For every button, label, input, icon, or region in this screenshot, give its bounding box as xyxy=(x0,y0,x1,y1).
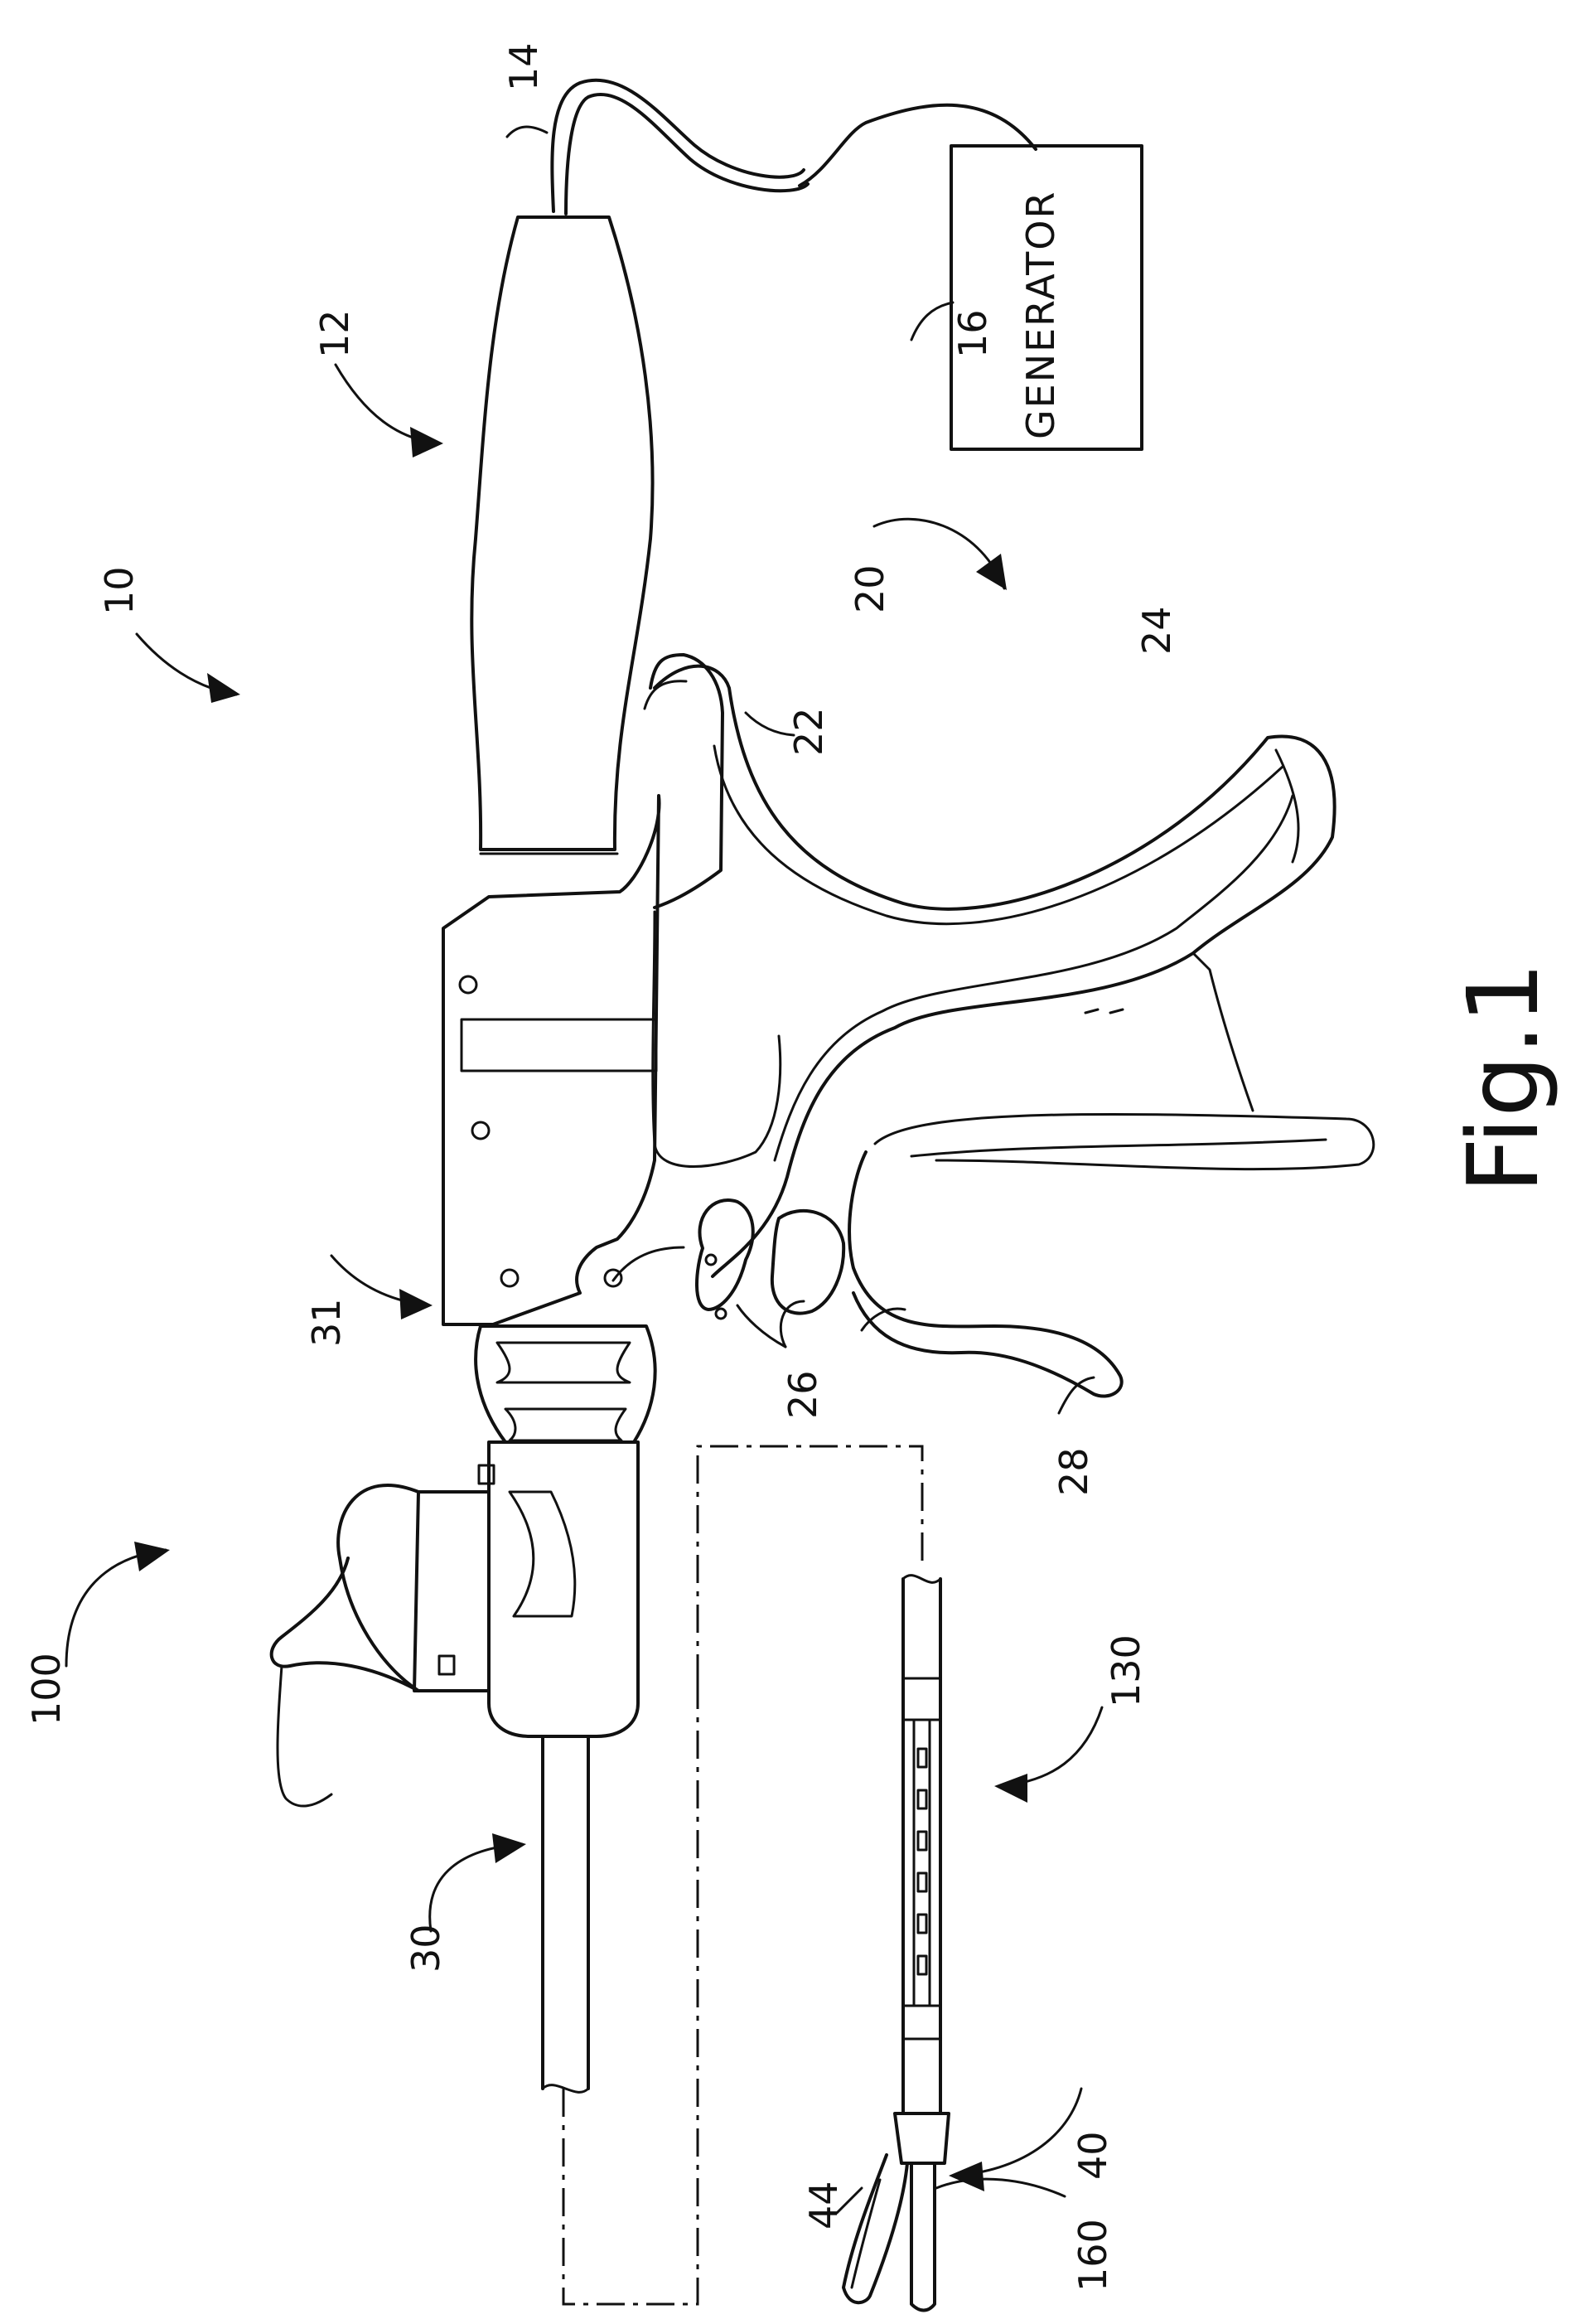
waveguide-slot xyxy=(918,1873,926,1891)
label-40: 40 xyxy=(1071,2131,1115,2180)
button-2 xyxy=(772,1211,843,1314)
label-130: 130 xyxy=(1104,1634,1148,1707)
generator-label: GENERATOR xyxy=(1018,191,1063,439)
button-dot xyxy=(706,1255,716,1265)
label-100: 100 xyxy=(24,1653,69,1726)
reference-arrows xyxy=(66,365,1102,2191)
trigger-pin xyxy=(1110,1009,1123,1013)
waveguide-slot xyxy=(918,1749,926,1767)
screw-2 xyxy=(472,1122,489,1139)
shaft-loop-inner xyxy=(278,1666,331,1806)
pistol-grip-cap xyxy=(1276,750,1298,862)
button-1 xyxy=(697,1200,753,1310)
shaft-housing xyxy=(489,1442,638,1736)
waveguide-slot xyxy=(918,1790,926,1808)
handle-hump xyxy=(650,655,723,908)
trigger-pin xyxy=(1085,1009,1098,1013)
waveguide-break xyxy=(903,1576,940,1583)
label-20: 20 xyxy=(848,564,892,613)
shaft-clip xyxy=(414,1492,489,1691)
shaft-window xyxy=(510,1492,575,1616)
cable-line-inner xyxy=(566,94,808,214)
pistol-grip-inner2 xyxy=(775,796,1293,1160)
figure-title: Fig.1 xyxy=(1446,961,1560,1193)
label-22: 22 xyxy=(786,707,831,756)
screw-3 xyxy=(501,1270,518,1286)
shaft-tab xyxy=(439,1656,454,1674)
labels: 14 16 12 10 20 22 24 31 26 28 100 130 30… xyxy=(24,42,1179,2292)
waveguide-shaft xyxy=(903,1579,940,2113)
label-16: 16 xyxy=(950,309,995,358)
outer-shaft xyxy=(543,1736,588,2089)
generator-box: GENERATOR xyxy=(951,146,1142,449)
label-26: 26 xyxy=(781,1370,825,1419)
transducer-housing xyxy=(471,217,652,850)
pistol-grip-inner xyxy=(714,746,1283,924)
waveguide-slot xyxy=(918,1956,926,1974)
shaft-tab xyxy=(479,1465,494,1484)
label-24: 24 xyxy=(1134,606,1179,655)
grip-recess xyxy=(653,912,781,1167)
end-effector-head xyxy=(895,2113,949,2163)
waveguide-slot xyxy=(918,1832,926,1850)
label-31: 31 xyxy=(304,1298,349,1347)
label-10: 10 xyxy=(97,566,142,615)
label-160: 160 xyxy=(1071,2219,1115,2292)
trigger-pivot xyxy=(1193,953,1253,1111)
button-stem xyxy=(613,1247,684,1281)
clamp-arm-inner xyxy=(852,2180,880,2288)
handle-window xyxy=(462,1019,656,1071)
shaft-loop xyxy=(272,1485,418,1691)
knob-flute xyxy=(505,1409,626,1440)
trigger-outer xyxy=(849,1152,1122,1397)
label-12: 12 xyxy=(312,309,357,358)
trigger-finger xyxy=(911,1140,1326,1156)
handle-body-outline xyxy=(443,796,660,1324)
pistol-grip-outer xyxy=(655,666,1335,1276)
blade xyxy=(911,2163,935,2311)
screw-1 xyxy=(460,976,476,993)
connection-lines xyxy=(563,1446,922,2304)
knob-flute xyxy=(497,1343,630,1382)
label-14: 14 xyxy=(501,42,546,91)
button-dot xyxy=(716,1309,726,1319)
leader-lines xyxy=(507,127,1094,2213)
label-30: 30 xyxy=(404,1924,448,1973)
label-28: 28 xyxy=(1051,1447,1096,1496)
waveguide-slot xyxy=(918,1915,926,1933)
label-44: 44 xyxy=(801,2181,846,2230)
shaft-break xyxy=(543,2085,588,2093)
